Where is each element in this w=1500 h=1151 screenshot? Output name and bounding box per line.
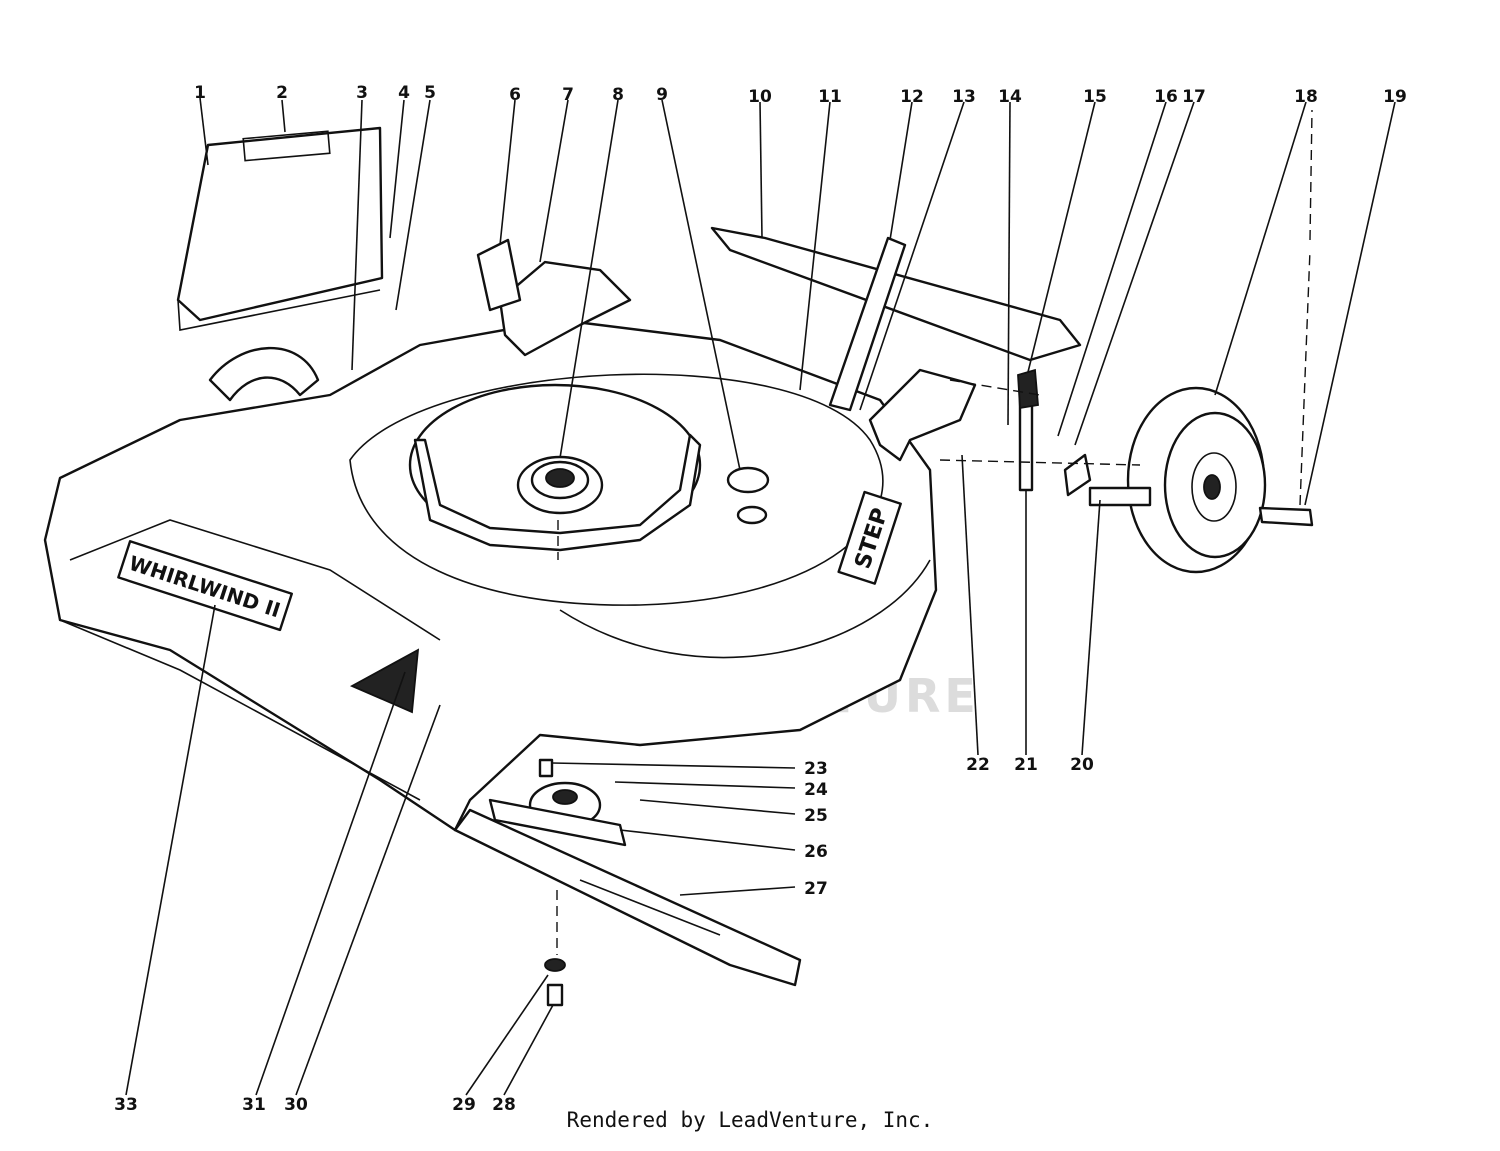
leader-lines [125,97,1396,1096]
callout-9: 9 [656,85,668,105]
callout-33: 33 [114,1095,138,1115]
mower-deck: WHIRLWIND II STEP [43,318,938,832]
height-adjuster [828,236,1039,492]
callout-4: 4 [398,83,410,103]
callout-10: 10 [748,87,772,107]
rear-baffle [710,226,1082,362]
callout-3: 3 [356,83,368,103]
callout-14: 14 [998,87,1022,107]
callout-13: 13 [952,87,976,107]
callout-7: 7 [562,85,574,105]
callout-labels: 1 2 3 4 5 6 7 8 9 10 11 12 13 14 15 16 1… [114,83,1407,1115]
callout-6: 6 [509,85,521,105]
callout-1: 1 [194,83,206,103]
callout-11: 11 [818,87,842,107]
rear-flap [176,126,384,402]
callout-20: 20 [1070,755,1094,775]
callout-15: 15 [1083,87,1107,107]
callout-5: 5 [424,83,436,103]
callout-17: 17 [1182,87,1206,107]
callout-2: 2 [276,83,288,103]
callout-24: 24 [804,780,828,800]
callout-27: 27 [804,879,828,899]
callout-28: 28 [492,1095,516,1115]
callout-12: 12 [900,87,924,107]
callout-30: 30 [284,1095,308,1115]
footer-credit: Rendered by LeadVenture, Inc. [566,1108,934,1132]
callout-8: 8 [612,85,624,105]
handle-bracket [476,238,632,357]
callout-26: 26 [804,842,828,862]
callout-19: 19 [1383,87,1407,107]
callout-22: 22 [966,755,990,775]
callout-23: 23 [804,759,828,779]
blade-assembly [453,758,802,1007]
callout-25: 25 [804,806,828,826]
callout-31: 31 [242,1095,266,1115]
callout-16: 16 [1154,87,1178,107]
wheel [1063,386,1314,574]
callout-29: 29 [452,1095,476,1115]
assembly-axes [556,109,1313,955]
callout-21: 21 [1014,755,1038,775]
callout-18: 18 [1294,87,1318,107]
